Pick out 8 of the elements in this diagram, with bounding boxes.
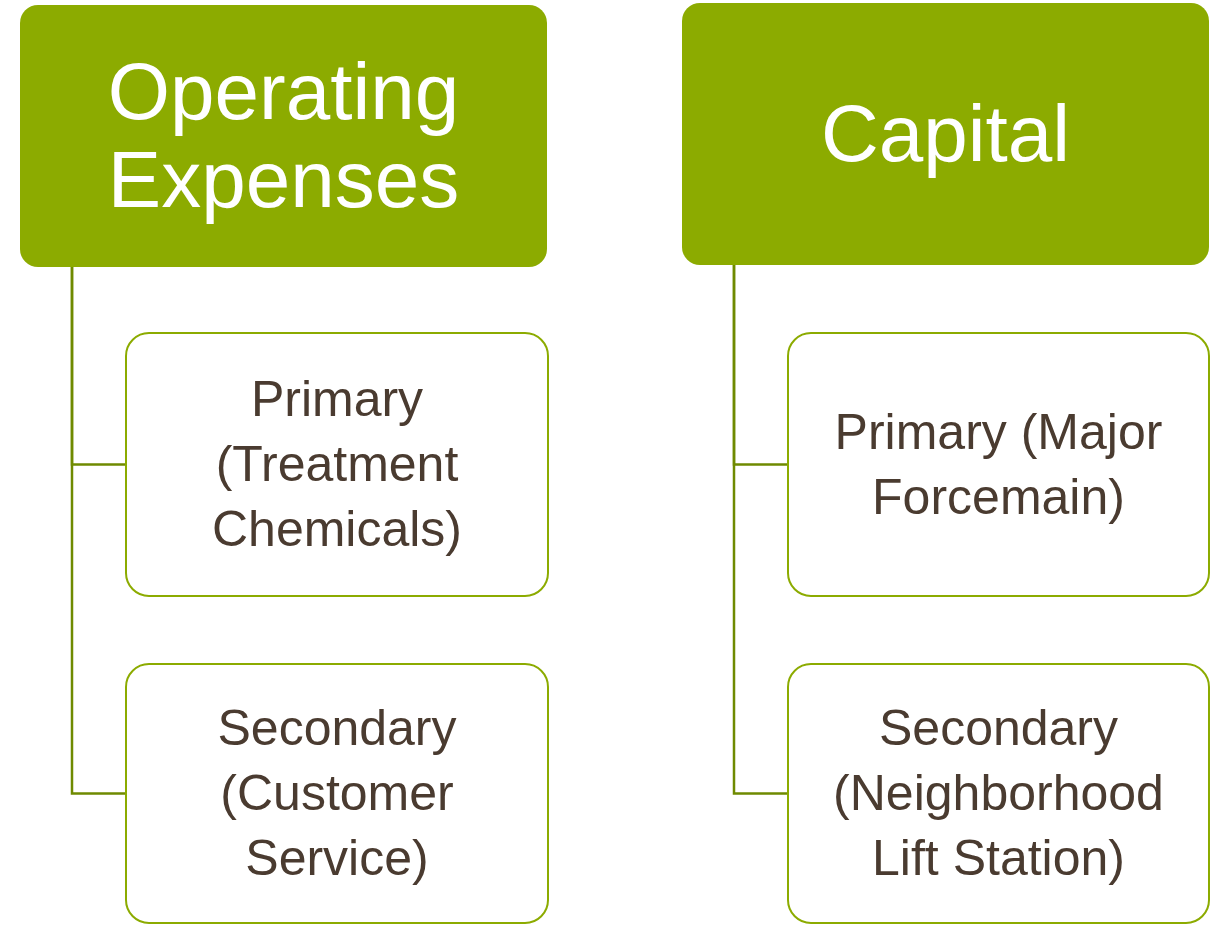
category-header-box: Capital (682, 3, 1209, 265)
subcategory-box: Primary (Major Forcemain) (787, 332, 1210, 597)
subcategory-box: Primary (Treatment Chemicals) (125, 332, 549, 597)
category-header-box: Operating Expenses (20, 5, 547, 267)
subcategory-box: Secondary (Customer Service) (125, 663, 549, 924)
connector-line (732, 265, 787, 795)
connector-line (70, 267, 125, 795)
subcategory-box: Secondary (Neighborhood Lift Station) (787, 663, 1210, 924)
